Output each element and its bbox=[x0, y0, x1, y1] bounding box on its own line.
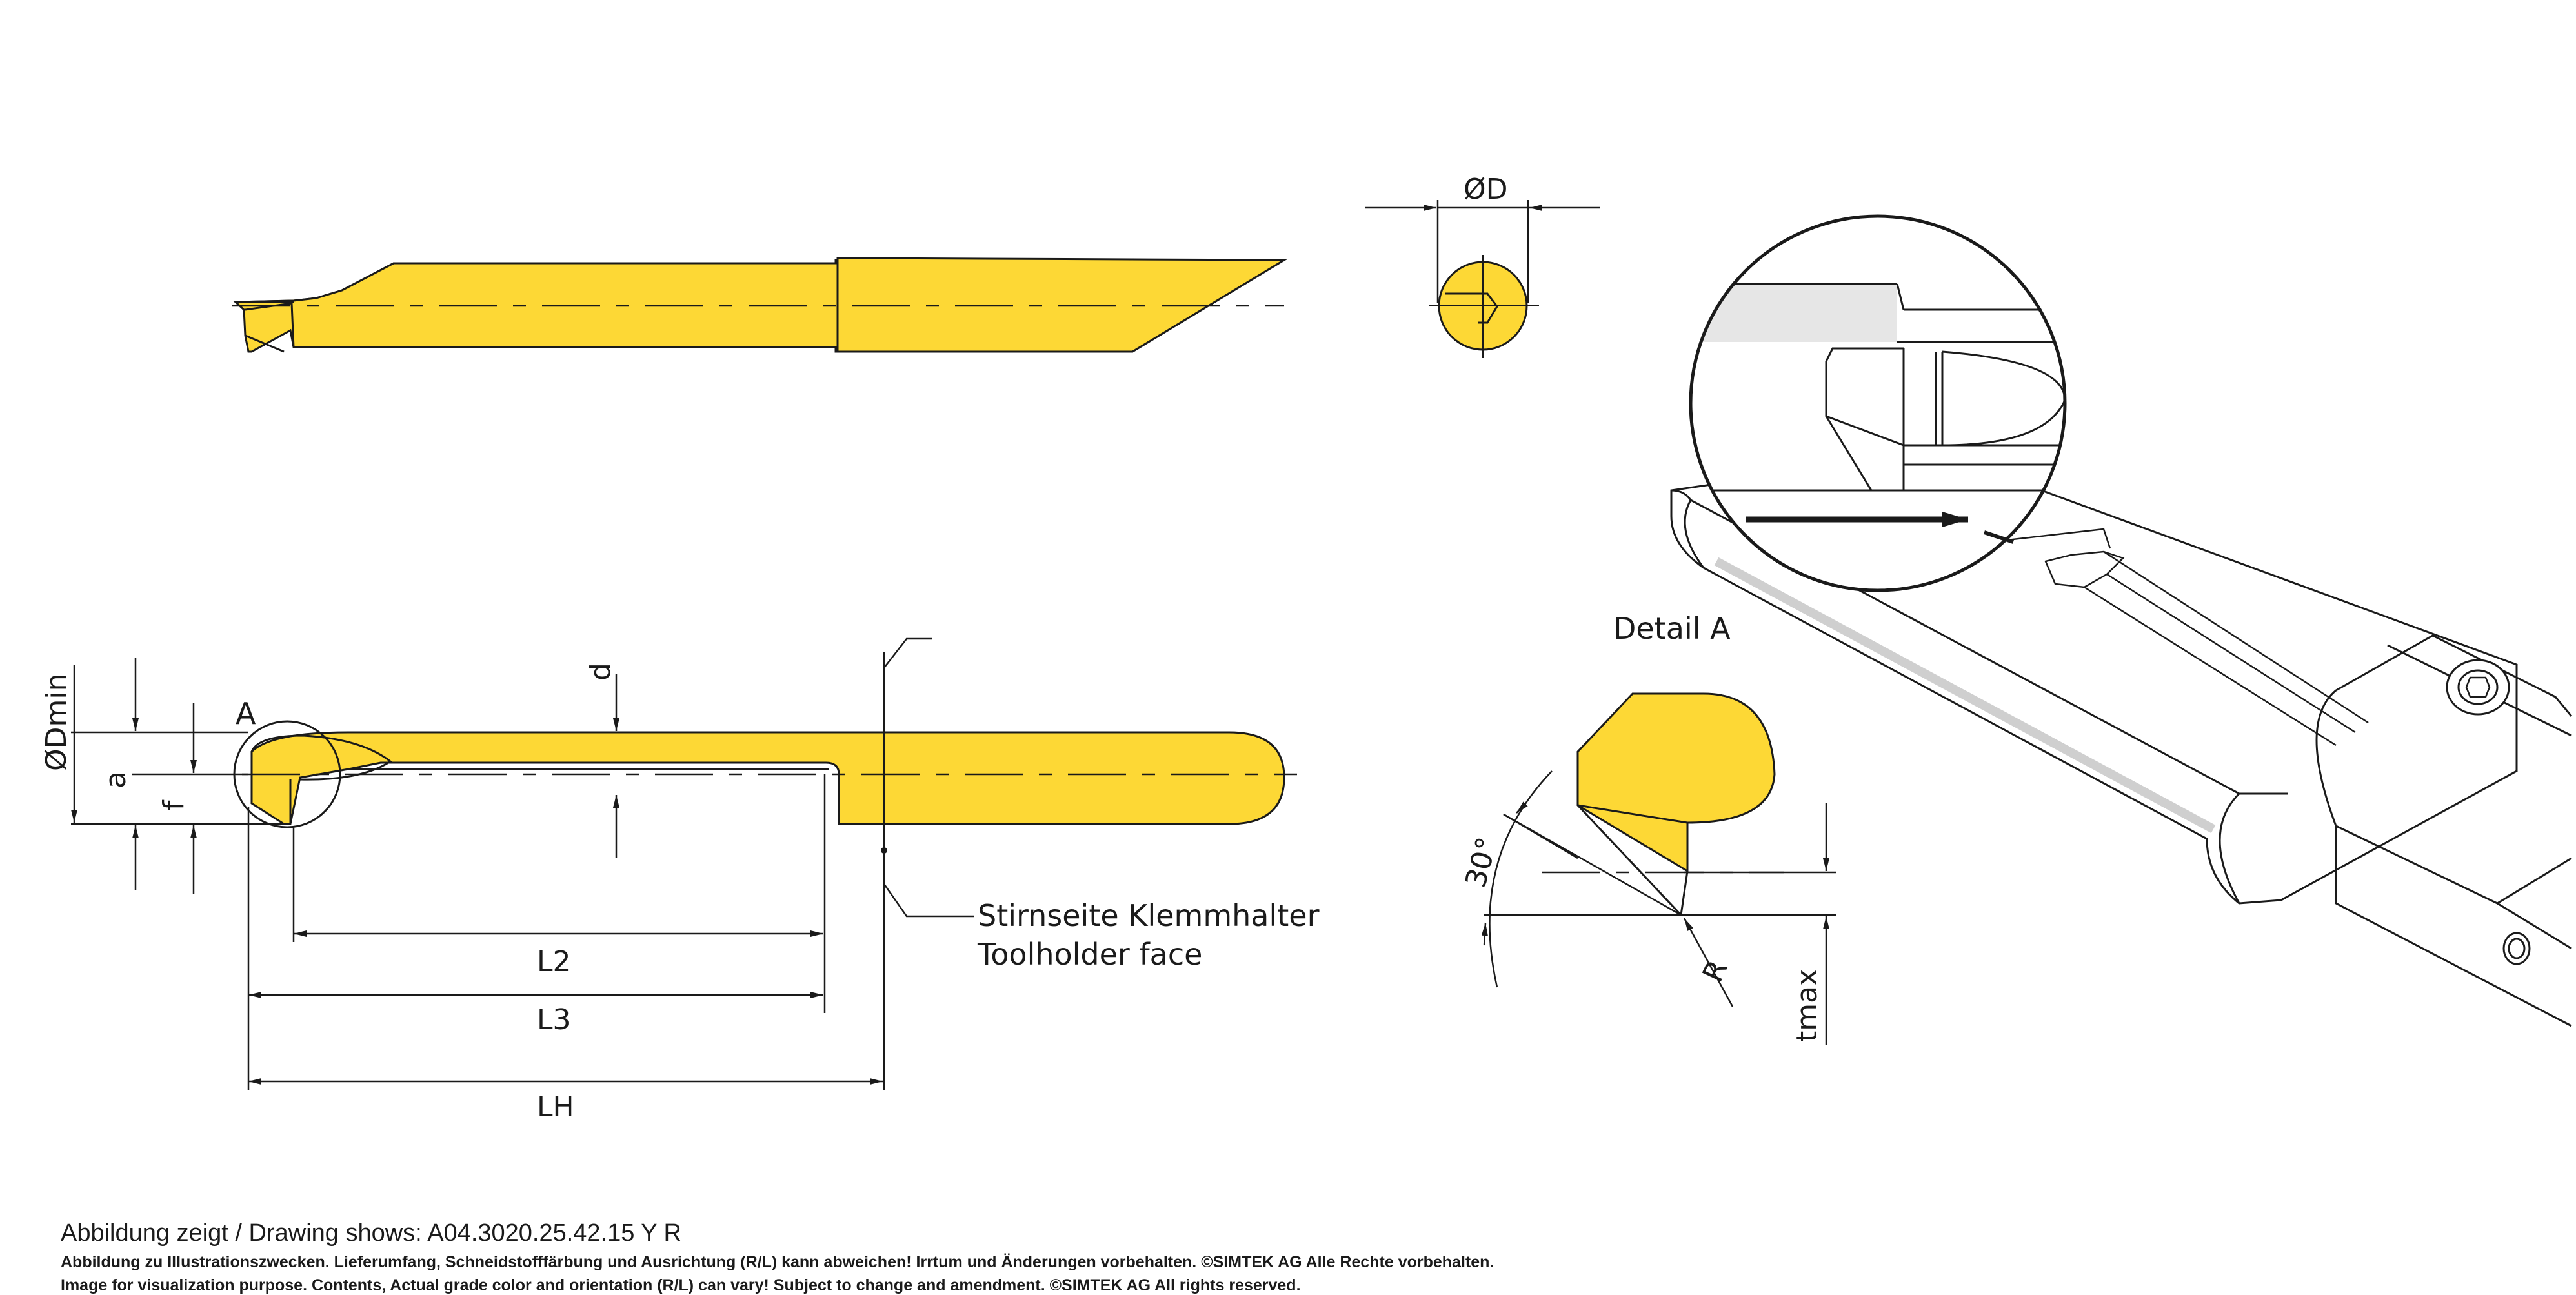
dim-D-label: ØD bbox=[1464, 173, 1508, 206]
dim-a-label: a bbox=[99, 771, 132, 788]
disclaimer-de: Abbildung zu Illustrationszwecken. Liefe… bbox=[61, 1253, 1494, 1271]
drawing-reference: Abbildung zeigt / Drawing shows: A04.302… bbox=[61, 1220, 681, 1247]
dim-f-label: f bbox=[157, 799, 190, 810]
dim-L2-label: L2 bbox=[537, 945, 571, 978]
detail-tmax-label: tmax bbox=[1791, 969, 1824, 1042]
detail-A-drawing bbox=[1481, 692, 1836, 1045]
detail-angle-label: 30° bbox=[1459, 834, 1504, 891]
detail-A-marker: A bbox=[236, 696, 256, 731]
dim-Dmin-label: ØDmin bbox=[40, 674, 73, 772]
toolholder-face-de: Stirnseite Klemmhalter bbox=[978, 898, 1320, 933]
toolholder-face-point bbox=[881, 847, 887, 854]
disclaimer-en: Image for visualization purpose. Content… bbox=[61, 1276, 1301, 1294]
top-view-tool bbox=[233, 257, 1288, 353]
detail-R-label: R bbox=[1696, 955, 1735, 987]
side-view-tool bbox=[250, 731, 1285, 825]
end-view: ØD bbox=[1365, 173, 1600, 358]
left-dimensions bbox=[71, 658, 290, 894]
length-dimensions bbox=[247, 637, 974, 1090]
detail-A-title: Detail A bbox=[1613, 611, 1731, 646]
toolholder-face-en: Toolholder face bbox=[977, 937, 1202, 972]
zoom-circle bbox=[1689, 214, 2067, 592]
dim-d-label: d bbox=[584, 663, 617, 681]
dim-L3-label: L3 bbox=[537, 1003, 571, 1036]
dim-LH-label: LH bbox=[537, 1090, 574, 1123]
